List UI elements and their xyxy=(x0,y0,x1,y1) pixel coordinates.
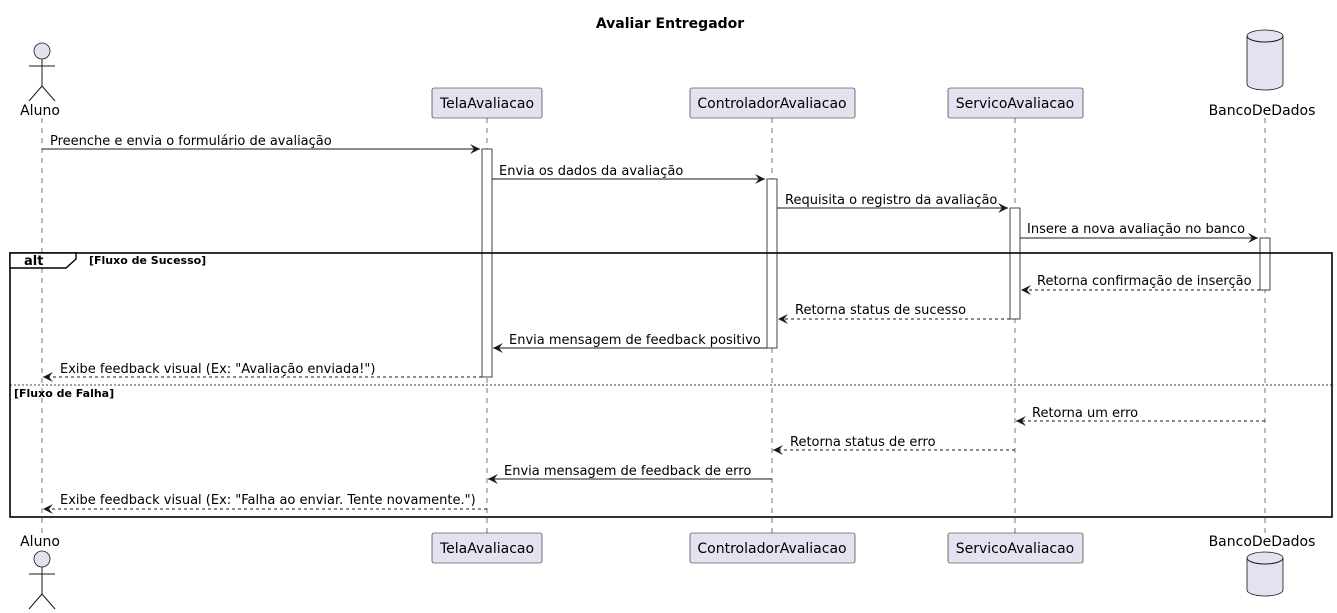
alt-fragment: alt [Fluxo de Sucesso] [Fluxo de Falha] xyxy=(9,252,1333,518)
svg-text:Insere a nova avaliação no ban: Insere a nova avaliação no banco xyxy=(1027,222,1245,237)
svg-text:Exibe feedback visual (Ex: "Fa: Exibe feedback visual (Ex: "Falha ao env… xyxy=(60,493,476,508)
svg-text:Retorna status de erro: Retorna status de erro xyxy=(790,435,936,450)
guard-failure: [Fluxo de Falha] xyxy=(14,387,114,400)
alt-operator-label: alt xyxy=(24,254,43,269)
participant-aluno-bottom: Aluno xyxy=(20,534,60,610)
svg-text:Aluno: Aluno xyxy=(20,103,60,119)
message-12: Exibe feedback visual (Ex: "Falha ao env… xyxy=(43,493,487,514)
participant-servico-bottom: ServicoAvaliacao xyxy=(947,532,1084,564)
svg-text:TelaAvaliacao: TelaAvaliacao xyxy=(439,541,534,557)
participant-servico-top: ServicoAvaliacao xyxy=(947,87,1084,119)
svg-text:ControladorAvaliacao: ControladorAvaliacao xyxy=(697,541,846,557)
svg-text:Envia mensagem de feedback de: Envia mensagem de feedback de erro xyxy=(504,464,751,479)
message-5: Retorna confirmação de inserção xyxy=(1021,274,1260,295)
participant-aluno-top: Aluno xyxy=(20,42,60,119)
participant-banco-bottom: BancoDeDados xyxy=(1209,534,1316,597)
message-1: Preenche e envia o formulário de avaliaç… xyxy=(42,134,480,154)
participant-banco-top: BancoDeDados xyxy=(1209,29,1316,119)
participant-controlador-top: ControladorAvaliacao xyxy=(689,87,856,119)
participant-tela-top: TelaAvaliacao xyxy=(431,87,543,119)
svg-text:Exibe feedback visual (Ex: "Av: Exibe feedback visual (Ex: "Avaliação en… xyxy=(60,362,375,377)
participant-tela-bottom: TelaAvaliacao xyxy=(431,532,543,564)
svg-text:TelaAvaliacao: TelaAvaliacao xyxy=(439,96,534,112)
activation-banco xyxy=(1259,237,1271,291)
activation-controlador xyxy=(766,178,778,349)
alt-operator-tab xyxy=(9,252,77,269)
activation-tela xyxy=(481,148,493,378)
svg-text:BancoDeDados: BancoDeDados xyxy=(1209,534,1316,550)
activation-servico xyxy=(1009,207,1021,320)
message-3: Requisita o registro da avaliação xyxy=(777,193,1008,213)
svg-text:Preenche e envia o formulário: Preenche e envia o formulário de avaliaç… xyxy=(50,134,332,149)
svg-text:Envia os dados da avaliação: Envia os dados da avaliação xyxy=(499,164,683,179)
svg-text:Retorna um erro: Retorna um erro xyxy=(1032,406,1138,421)
message-7: Envia mensagem de feedback positivo xyxy=(493,333,767,353)
database-icon xyxy=(1246,551,1284,597)
actor-icon xyxy=(28,550,56,610)
svg-text:Envia mensagem de feedback pos: Envia mensagem de feedback positivo xyxy=(509,333,761,348)
message-2: Envia os dados da avaliação xyxy=(492,164,765,184)
message-10: Retorna status de erro xyxy=(773,435,1015,455)
svg-text:Requisita o registro da avalia: Requisita o registro da avaliação xyxy=(785,193,997,208)
svg-text:Retorna confirmação de inserçã: Retorna confirmação de inserção xyxy=(1037,274,1252,289)
diagram-title: Avaliar Entregador xyxy=(596,16,744,32)
svg-text:ServicoAvaliacao: ServicoAvaliacao xyxy=(956,96,1075,112)
message-4: Insere a nova avaliação no banco xyxy=(1020,222,1258,243)
message-8: Exibe feedback visual (Ex: "Avaliação en… xyxy=(43,362,482,382)
message-6: Retorna status de sucesso xyxy=(778,303,1010,324)
svg-text:BancoDeDados: BancoDeDados xyxy=(1209,103,1316,119)
svg-text:ServicoAvaliacao: ServicoAvaliacao xyxy=(956,541,1075,557)
svg-text:ControladorAvaliacao: ControladorAvaliacao xyxy=(697,96,846,112)
message-9: Retorna um erro xyxy=(1016,406,1265,426)
svg-text:Retorna status de sucesso: Retorna status de sucesso xyxy=(795,303,966,318)
actor-icon xyxy=(28,42,56,102)
svg-text:Aluno: Aluno xyxy=(20,534,60,550)
database-icon xyxy=(1246,29,1284,91)
message-11: Envia mensagem de feedback de erro xyxy=(488,464,772,484)
guard-success: [Fluxo de Sucesso] xyxy=(89,254,206,267)
participant-controlador-bottom: ControladorAvaliacao xyxy=(689,532,856,564)
